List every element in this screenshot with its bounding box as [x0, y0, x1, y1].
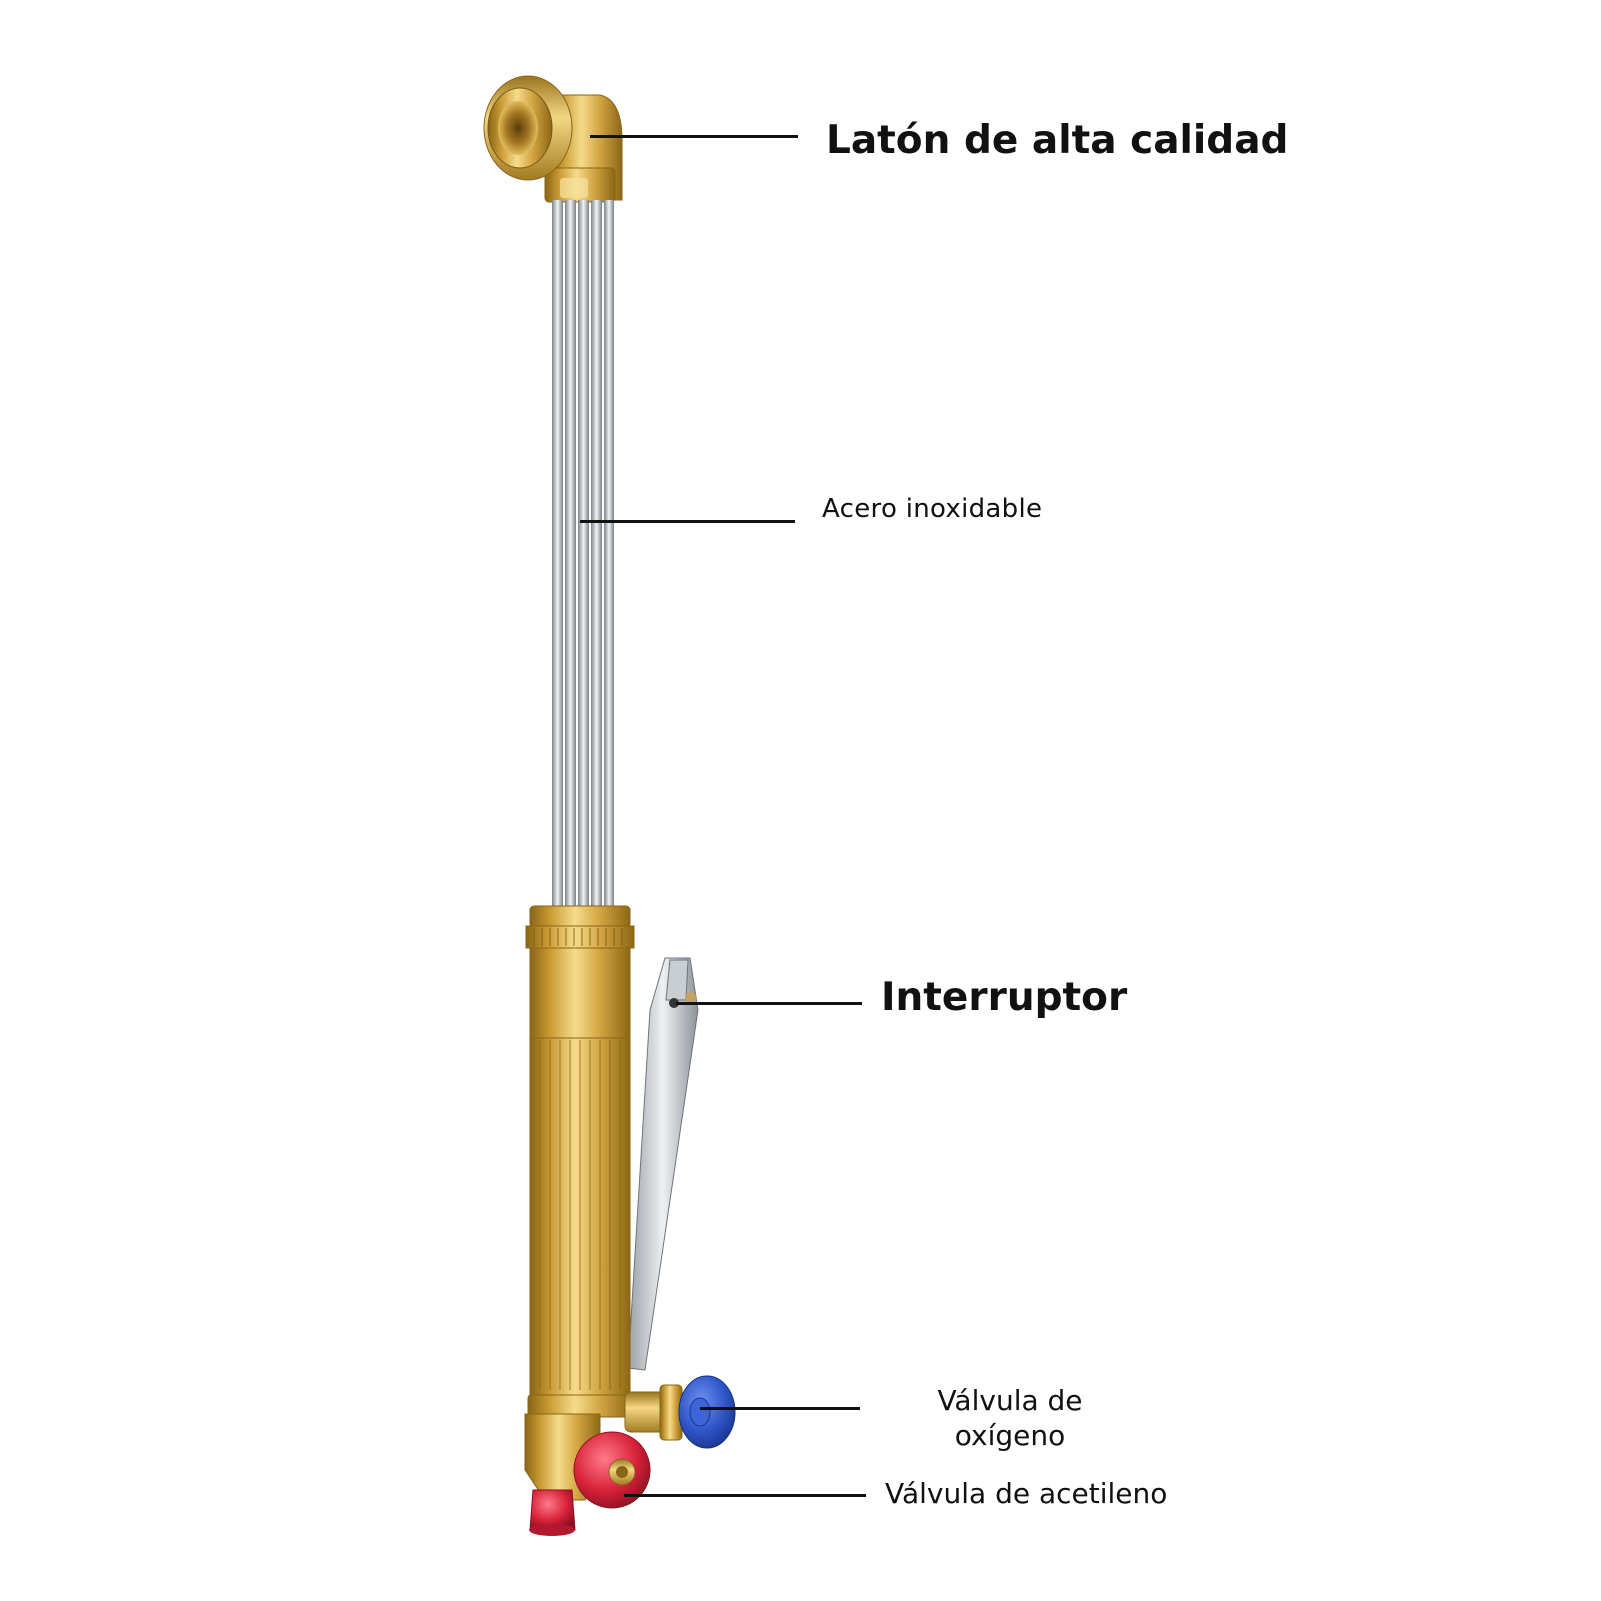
label-oxigeno-line2: oxígeno [954, 1419, 1066, 1452]
label-acetileno: Válvula de acetileno [885, 1477, 1168, 1510]
leader-line-interruptor [676, 1002, 862, 1005]
switch-lever [627, 957, 699, 1371]
label-acero: Acero inoxidable [822, 494, 1043, 524]
label-laton: Latón de alta calidad [826, 118, 1289, 163]
leader-line-oxigeno [700, 1407, 860, 1410]
stainless-tubes [552, 200, 614, 910]
label-oxigeno: Válvula de oxígeno [900, 1383, 1120, 1453]
label-interruptor: Interruptor [881, 975, 1128, 1020]
leader-line-acetileno [624, 1494, 866, 1497]
oxygen-valve-knob [659, 1375, 736, 1449]
leader-line-laton [590, 135, 798, 138]
label-oxigeno-line1: Válvula de [937, 1384, 1083, 1417]
brass-elbow [483, 75, 623, 203]
brass-handle [525, 905, 635, 1418]
acetylene-valve-knob [529, 1431, 651, 1536]
leader-line-acero [580, 520, 795, 523]
